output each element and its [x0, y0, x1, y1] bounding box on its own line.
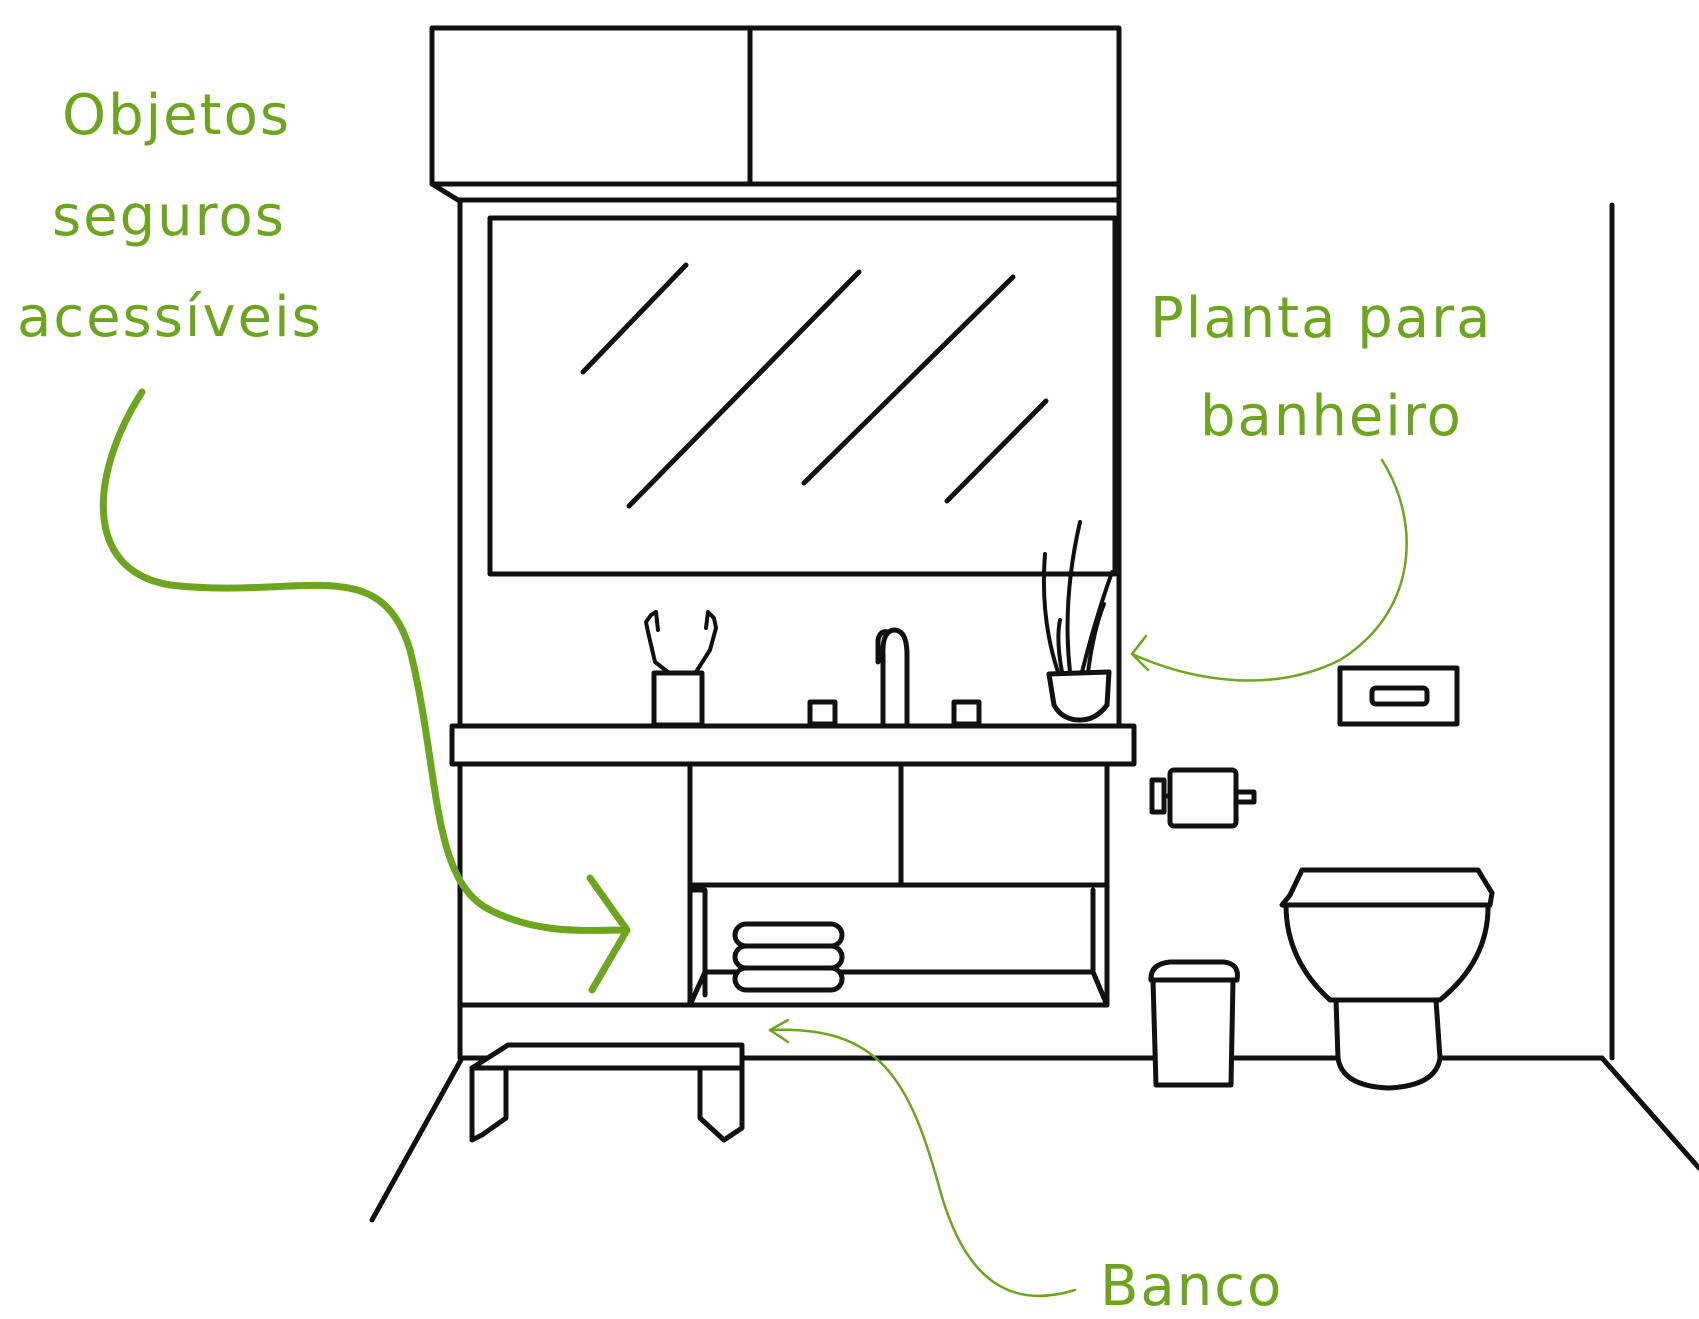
label-objects-line1: Objetos [62, 83, 291, 148]
potted-plant [1041, 520, 1114, 723]
toilet [1279, 867, 1495, 1091]
label-stool: Banco [1100, 1254, 1283, 1319]
flush-plate [1337, 665, 1460, 727]
step-stool [469, 1042, 745, 1143]
label-plant-line1: Planta para [1150, 286, 1492, 351]
toothbrush-cup [644, 610, 718, 728]
arrow-stool [768, 1018, 1077, 1298]
arrow-plant [1130, 458, 1408, 682]
label-objects-line3: acessíveis [17, 285, 323, 350]
vanity-cabinet [457, 761, 1115, 1008]
mirror [487, 215, 1118, 577]
trash-bin [1148, 959, 1240, 1088]
arrow-objects [99, 388, 631, 994]
faucet [807, 627, 982, 728]
label-objects-line2: seguros [52, 184, 286, 249]
toilet-paper-holder [1149, 767, 1257, 829]
towels [732, 921, 845, 993]
countertop [449, 723, 1137, 767]
upper-cabinet [429, 25, 1122, 203]
label-plant-line2: banheiro [1200, 384, 1463, 449]
wall-panel [457, 197, 1122, 1061]
